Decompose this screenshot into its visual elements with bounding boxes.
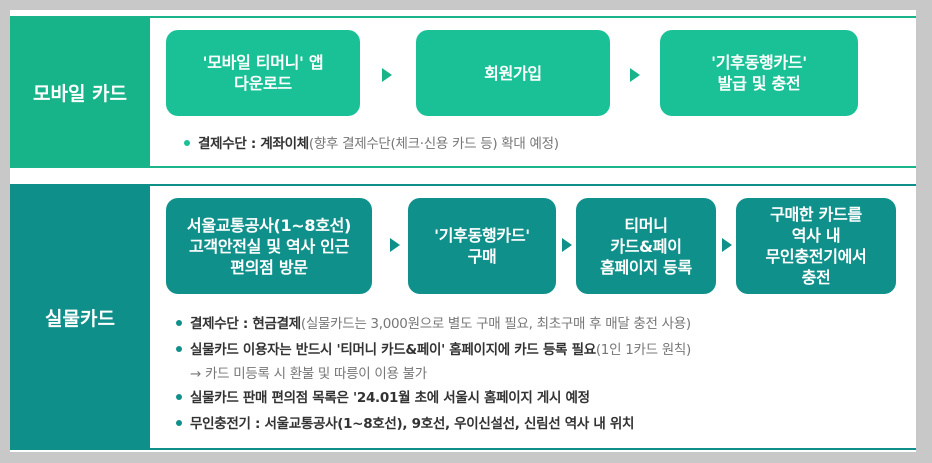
bullet-icon <box>184 140 190 146</box>
bullet-icon <box>176 346 182 352</box>
physical-note: 실물카드 판매 편의점 목록은 '24.01월 초에 서울시 홈페이지 게시 예… <box>176 386 590 406</box>
physical-step-register: 티머니 카드&페이 홈페이지 등록 <box>576 198 716 294</box>
physical-note: 무인충전기 : 서울교통공사(1~8호선), 9호선, 우이신설선, 신림선 역… <box>176 412 634 432</box>
physical-note: 실물카드 이용자는 반드시 '티머니 카드&페이' 홈페이지에 카드 등록 필요… <box>176 338 691 358</box>
mobile-step-download: '모바일 티머니' 앱 다운로드 <box>166 30 360 116</box>
mobile-step-signup: 회원가입 <box>416 30 610 116</box>
bullet-icon <box>176 394 182 400</box>
physical-step-buy: '기후동행카드' 구매 <box>408 198 556 294</box>
mobile-step-issue: '기후동행카드' 발급 및 충전 <box>660 30 858 116</box>
physical-card-section: 실물카드 서울교통공사(1~8호선) 고객안전실 및 역사 인근 편의점 방문 … <box>10 184 916 450</box>
arrow-icon <box>382 68 392 82</box>
mobile-card-section: 모바일 카드 '모바일 티머니' 앱 다운로드 회원가입 '기후동행카드' 발급… <box>10 16 916 168</box>
arrow-icon <box>722 238 732 252</box>
physical-card-label: 실물카드 <box>10 186 150 448</box>
physical-step-visit: 서울교통공사(1~8호선) 고객안전실 및 역사 인근 편의점 방문 <box>166 198 372 294</box>
mobile-payment-note: 결제수단 : 계좌이체(향후 결제수단(체크·신용 카드 등) 확대 예정) <box>184 132 559 152</box>
arrow-icon <box>630 68 640 82</box>
arrow-icon <box>390 238 400 252</box>
bullet-icon <box>176 420 182 426</box>
physical-step-charge: 구매한 카드를 역사 내 무인충전기에서 충전 <box>736 198 896 294</box>
physical-subnote: → 카드 미등록 시 환불 및 따릉이 이용 불가 <box>190 366 427 382</box>
physical-note: 결제수단 : 현금결제(실물카드는 3,000원으로 별도 구매 필요, 최초구… <box>176 312 691 332</box>
arrow-icon <box>562 238 572 252</box>
mobile-card-label: 모바일 카드 <box>10 18 150 166</box>
bullet-icon <box>176 320 182 326</box>
info-panel: 모바일 카드 '모바일 티머니' 앱 다운로드 회원가입 '기후동행카드' 발급… <box>10 10 916 452</box>
